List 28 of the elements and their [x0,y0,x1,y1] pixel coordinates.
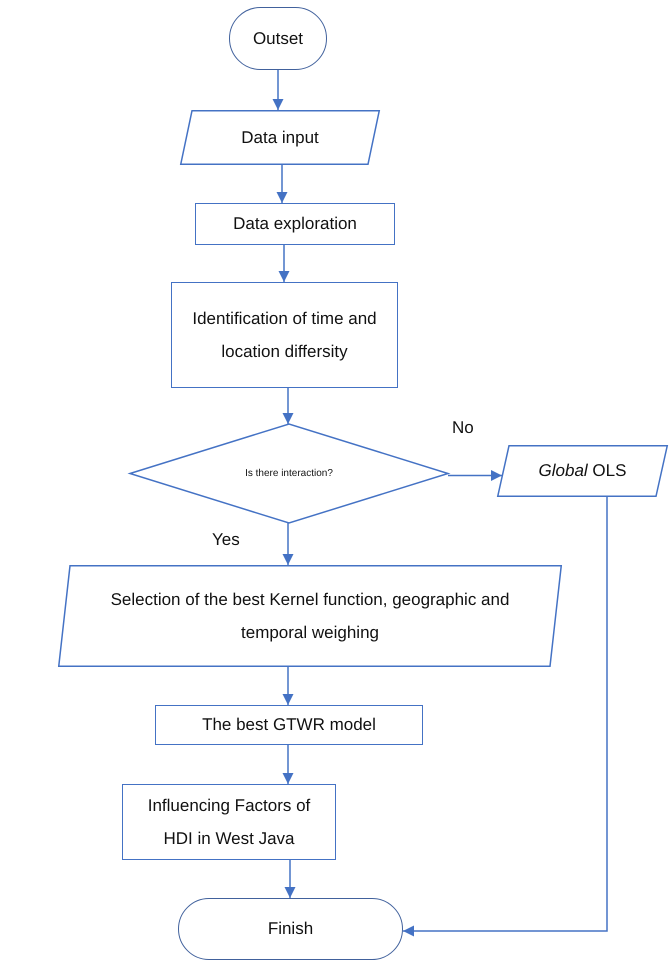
node-text: Data exploration [233,213,357,236]
node-text: Influencing Factors of HDI in West Java [146,794,312,850]
arrow [282,388,294,424]
process-box [155,705,423,745]
arrow [284,860,296,898]
node-text: Identification of time and location differsity [191,308,378,363]
arrow [448,470,502,481]
arrow [278,245,290,282]
arrow [282,523,294,565]
data-parallelogram [180,110,380,165]
arrow [276,165,288,203]
arrow [272,70,284,110]
node-text: Finish [268,918,314,940]
arrow [282,745,294,784]
process-box [195,203,395,245]
decision-diamond [130,424,448,523]
node-text: Selection of the best Kernel function, geographic and temporal weighing [110,588,510,644]
node-text: The best GTWR model [202,714,376,736]
data-parallelogram [58,565,562,667]
node-text: Global OLS [538,460,626,482]
process-box [122,784,336,860]
node-text: Outset [252,28,304,50]
arrow [282,667,294,705]
data-parallelogram [497,445,668,497]
arrow [403,497,608,936]
node-text: Is there interaction? [245,466,333,481]
node-text: Data input [241,126,319,149]
process-box [171,282,398,388]
